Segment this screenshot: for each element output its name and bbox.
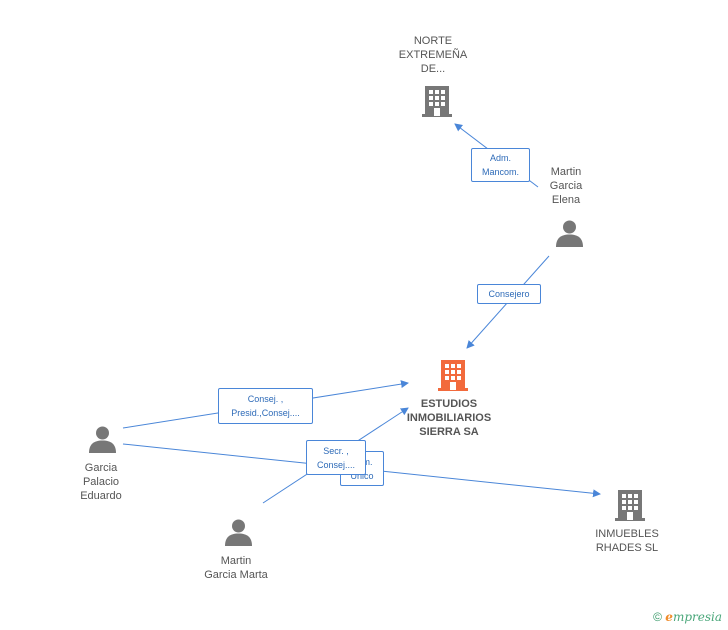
label-line: INMOBILIARIOS (406, 412, 492, 424)
relation-label-adm-mancom[interactable]: Adm. Mancom. (471, 148, 530, 182)
label-line: EXTREMEÑA (398, 49, 468, 61)
person-icon[interactable] (88, 425, 117, 454)
building-icon[interactable] (614, 488, 646, 522)
node-label-norte[interactable]: NORTE EXTREMEÑA DE... (388, 34, 478, 76)
label-line: NORTE (413, 35, 453, 47)
person-icon[interactable] (555, 219, 584, 248)
relation-line: Unico (350, 471, 374, 481)
label-line: Garcia Marta (204, 569, 268, 581)
label-line: Martin (220, 555, 252, 567)
label-line: RHADES SL (595, 542, 659, 554)
label-line: Elena (551, 194, 581, 206)
building-icon[interactable] (421, 84, 453, 118)
building-icon[interactable] (437, 358, 469, 392)
empresia-footer[interactable]: © empresia (653, 610, 722, 624)
copyright-symbol: © (653, 610, 662, 624)
relation-line: Consejero (488, 289, 530, 299)
label-line: Martin (550, 166, 582, 178)
relation-line: Presid.,Consej.... (231, 408, 300, 418)
label-line: ESTUDIOS (420, 398, 478, 410)
label-line: Garcia (84, 462, 118, 474)
person-icon[interactable] (224, 518, 253, 547)
label-line: INMUEBLES (595, 528, 659, 540)
node-label-martin-marta[interactable]: Martin Garcia Marta (190, 554, 282, 582)
node-label-inmuebles[interactable]: INMUEBLES RHADES SL (582, 527, 672, 555)
node-label-estudios[interactable]: ESTUDIOS INMOBILIARIOS SIERRA SA (393, 397, 505, 439)
label-line: Eduardo (80, 490, 122, 502)
relation-line: Adm. (489, 153, 511, 163)
relation-line: Consej.... (316, 460, 356, 470)
label-line: SIERRA SA (419, 426, 479, 438)
relation-line: Mancom. (481, 167, 519, 177)
label-line: Garcia (549, 180, 583, 192)
relation-line: Consej. , (247, 394, 284, 404)
relation-label-secr-consej[interactable]: Secr. , Consej.... (306, 440, 366, 475)
logo-e: e (665, 610, 673, 624)
relation-line: Secr. , (323, 446, 349, 456)
relation-label-consejero[interactable]: Consejero (477, 284, 541, 304)
label-line: DE... (420, 63, 446, 75)
logo-rest: mpresia (672, 610, 722, 624)
node-label-garcia-eduardo[interactable]: Garcia Palacio Eduardo (65, 461, 137, 503)
label-line: Palacio (82, 476, 120, 488)
node-label-martin-elena[interactable]: Martin Garcia Elena (531, 165, 601, 207)
relation-label-consej-presid[interactable]: Consej. , Presid.,Consej.... (218, 388, 313, 424)
empresia-logo: empresia (665, 610, 722, 624)
